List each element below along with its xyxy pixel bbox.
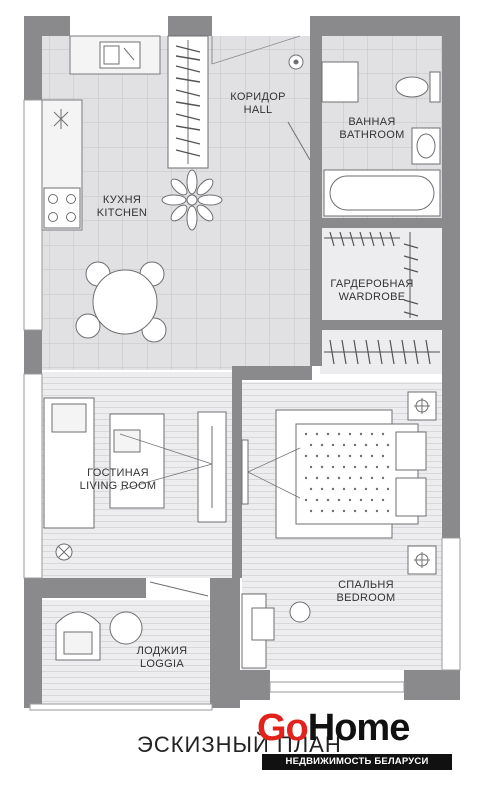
loggia-door	[149, 581, 209, 597]
fridge-icon	[53, 109, 69, 129]
nightstand-lamp-icon	[407, 391, 437, 575]
logo-go: Go	[257, 707, 309, 749]
dining-table	[75, 261, 167, 343]
bedroom-label-ru: СПАЛЬНЯ	[338, 579, 394, 591]
hall-closet	[167, 35, 209, 169]
bathroom-label-ru: ВАННАЯ	[348, 116, 395, 128]
side-table	[109, 611, 143, 645]
wardrobe-racks	[324, 231, 419, 318]
washing-machine-icon	[321, 61, 359, 103]
logo-tagline: НЕДВИЖИМОСТЬ БЕЛАРУСИ	[262, 754, 452, 770]
flower-icon	[161, 169, 223, 231]
washbasin-icon	[411, 127, 441, 165]
loggia-label-ru: ЛОДЖИЯ	[137, 645, 188, 657]
floor-lamp-icon	[55, 543, 73, 561]
sink-icon	[99, 41, 141, 69]
living-label-ru: ГОСТИНАЯ	[87, 467, 149, 479]
bathtub-icon	[323, 169, 441, 217]
ceiling-lamp-icon	[288, 54, 304, 70]
desk	[241, 593, 311, 669]
sofa	[43, 397, 95, 529]
wardrobe-label-ru: ГАРДЕРОБНАЯ	[330, 278, 413, 290]
bathroom-label-en: BATHROOM	[339, 129, 404, 141]
walls	[24, 16, 460, 708]
hall-label-en: HALL	[244, 104, 273, 116]
living-label-en: LIVING ROOM	[80, 480, 157, 492]
wardrobe-label-en: WARDROBE	[339, 291, 406, 303]
toilet-icon	[395, 71, 441, 103]
bedroom-tv	[241, 439, 301, 505]
hall-label-ru: КОРИДОР	[230, 91, 286, 103]
hall-floor	[210, 36, 312, 370]
bed-pattern	[304, 432, 390, 513]
coffee-table	[109, 413, 165, 509]
cooktop-icon	[43, 187, 81, 229]
bathroom-door	[287, 121, 311, 161]
bedroom-closet-racks	[324, 339, 440, 365]
windows	[23, 99, 461, 711]
loggia-label-en: LOGGIA	[140, 658, 184, 670]
logo-wordmark: GoHome	[257, 707, 411, 749]
wardrobe-floor	[320, 228, 442, 320]
entrance-door	[211, 35, 301, 65]
gohome-logo: GoHome НЕДВИЖИМОСТЬ БЕЛАРУСИ	[257, 708, 453, 772]
hall-closet-hangers	[175, 45, 201, 157]
bed	[275, 409, 427, 539]
logo-home: Home	[307, 707, 411, 749]
bedroom-label-en: BEDROOM	[337, 592, 396, 604]
kitchen-label-en: KITCHEN	[97, 207, 147, 219]
tv-viewing-lines	[119, 433, 213, 491]
kitchen-label-ru: КУХНЯ	[103, 194, 141, 206]
armchair	[55, 611, 101, 661]
plan-caption: ЭСКИЗНЫЙ ПЛАН	[137, 732, 342, 757]
